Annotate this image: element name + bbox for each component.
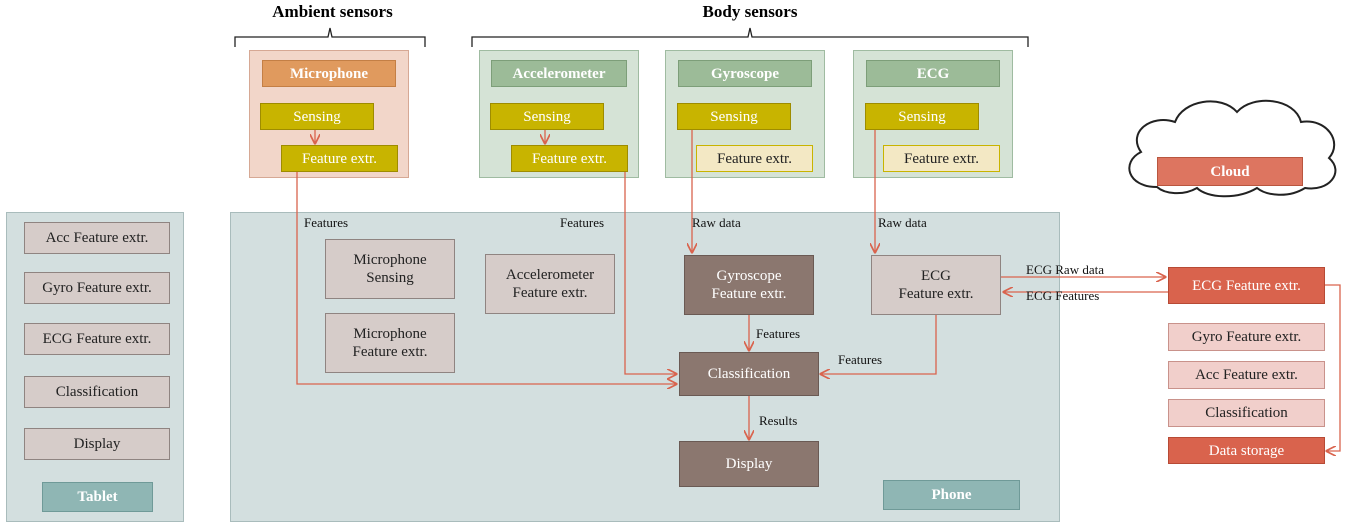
microphone-sensing: Sensing [260,103,374,130]
phone-classification: Classification [679,352,819,396]
phone-ecg-feature: ECG Feature extr. [871,255,1001,315]
cloud-acc-feature: Acc Feature extr. [1168,361,1325,389]
cloud-gyro-feature: Gyro Feature extr. [1168,323,1325,351]
label-ecg-raw-cloud: ECG Raw data [1026,262,1104,277]
accelerometer-sensing: Sensing [490,103,604,130]
label-raw-gyro: Raw data [692,215,741,230]
cloud-ecg-feature: ECG Feature extr. [1168,267,1325,304]
accelerometer-title: Accelerometer [491,60,627,87]
label-raw-ecg: Raw data [878,215,927,230]
phone-label: Phone [883,480,1020,510]
gyroscope-sensing: Sensing [677,103,791,130]
body-brace [471,27,1029,47]
cloud-data-storage: Data storage [1168,437,1325,464]
tablet-display: Display [24,428,170,460]
ambient-sensors-header: Ambient sensors [272,2,393,21]
ecg-feature-extr: Feature extr. [883,145,1000,172]
label-features-ecg: Features [838,352,883,367]
label-ecg-features-cloud: ECG Features [1026,288,1100,303]
label-results: Results [759,413,798,428]
label-features-mic: Features [304,215,349,230]
cloud-classification: Classification [1168,399,1325,427]
phone-display: Display [679,441,819,487]
tablet-gyro-feature: Gyro Feature extr. [24,272,170,304]
microphone-feature-extr: Feature extr. [281,145,398,172]
label-features-gyro: Features [756,326,801,341]
ecg-sensing: Sensing [865,103,979,130]
body-sensors-header: Body sensors [702,2,798,21]
microphone-title: Microphone [262,60,396,87]
gyroscope-title: Gyroscope [678,60,812,87]
accelerometer-feature-extr: Feature extr. [511,145,628,172]
tablet-panel [6,212,184,522]
phone-acc-feature: Accelerometer Feature extr. [485,254,615,314]
cloud-label: Cloud [1157,157,1303,186]
tablet-acc-feature: Acc Feature extr. [24,222,170,254]
ecg-title: ECG [866,60,1000,87]
phone-mic-sensing: Microphone Sensing [325,239,455,299]
label-features-acc: Features [560,215,605,230]
tablet-classification: Classification [24,376,170,408]
tablet-label: Tablet [42,482,153,512]
phone-gyro-feature: Gyroscope Feature extr. [684,255,814,315]
gyroscope-feature-extr: Feature extr. [696,145,813,172]
ambient-brace [234,27,426,47]
tablet-ecg-feature: ECG Feature extr. [24,323,170,355]
phone-mic-feature: Microphone Feature extr. [325,313,455,373]
